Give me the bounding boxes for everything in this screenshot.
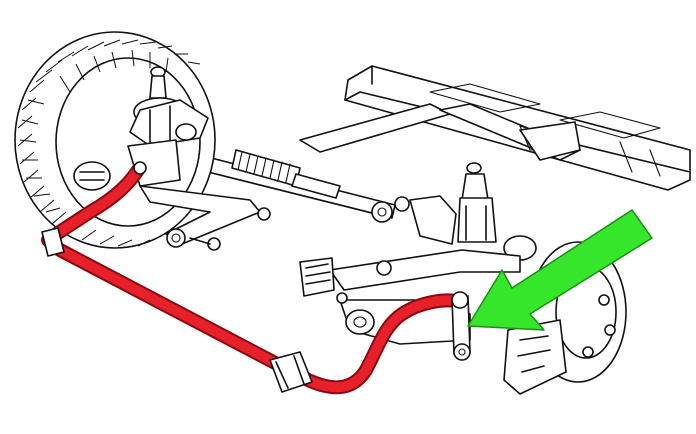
sway-bar-end-link — [451, 291, 471, 361]
strut-right — [371, 162, 537, 261]
lower-control-arm-left — [139, 185, 271, 251]
arrow-shape — [467, 209, 653, 331]
sway-bar — [41, 161, 467, 395]
arrow-icon — [467, 209, 653, 331]
sway-bar-clamp-left — [41, 227, 65, 257]
sway-bar-body — [43, 165, 465, 393]
sway-bar-bushing — [269, 351, 313, 393]
subframe — [299, 65, 691, 191]
lower-control-arm-right — [299, 249, 521, 345]
